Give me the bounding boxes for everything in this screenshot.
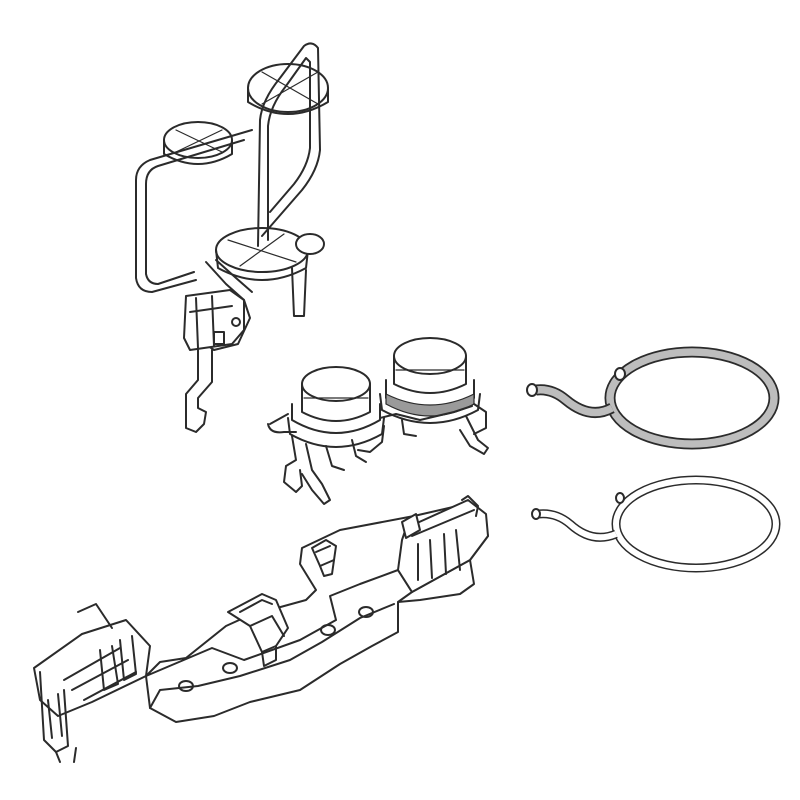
mounting-bracket-rail-part (33, 495, 489, 763)
coiled-hose-shaded-part (526, 346, 780, 450)
coiled-hose-plain-part (531, 475, 781, 573)
holder-frame-part (135, 42, 329, 433)
twin-cap-connector-part (267, 337, 489, 505)
